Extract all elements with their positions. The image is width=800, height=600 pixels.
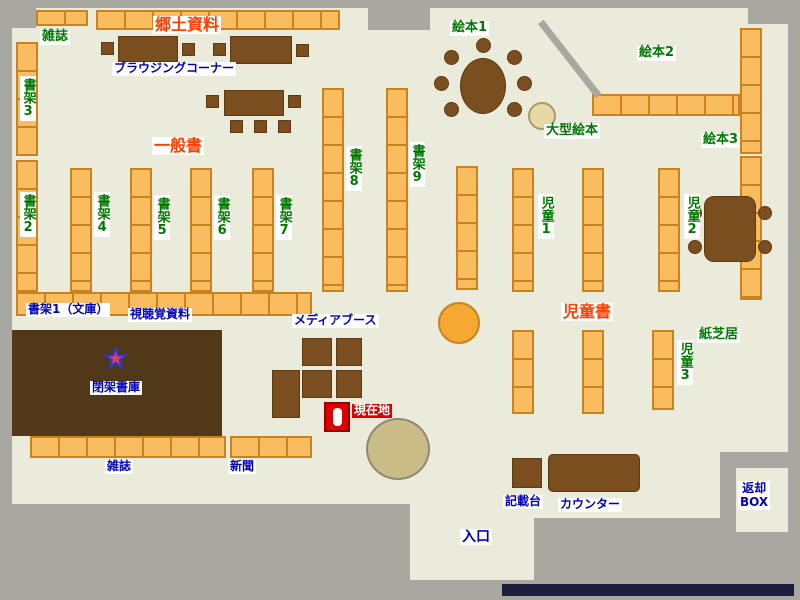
shelf-magazine-bottom [30,436,226,458]
label-picture-book-3: 絵本3 [701,132,741,148]
stool [434,76,449,91]
chair [230,120,243,133]
shelf-magazine-top [36,10,88,26]
label-local-materials: 郷土資料 [153,15,222,35]
label-kamishibai: 紙芝居 [697,327,741,343]
label-newspaper: 新聞 [228,459,257,474]
browsing-table-1 [118,36,178,62]
label-audio-visual: 視聴覚資料 [128,307,193,322]
chair [213,43,226,56]
wall-entrance-left [396,504,410,580]
label-shelf-8: 書架8 [346,146,362,191]
label-shelf-4: 書架4 [94,192,110,237]
label-shelf-2: 書架2 [20,192,36,237]
stool [507,50,522,65]
label-media-booth: メディアブース [292,313,379,328]
shelf-center [456,166,478,290]
label-shelf-9: 書架9 [409,142,425,187]
media-booth-block [302,370,332,398]
shelf-right-top [740,28,762,154]
label-entrance: 入口 [460,529,492,546]
label-picture-book-2: 絵本2 [637,45,677,61]
chair [182,43,195,56]
label-writing-desk: 記載台 [503,494,544,509]
label-return-box: 返却 BOX [738,481,771,510]
stool [476,38,491,53]
shelf-shoka8 [322,88,344,292]
shelf-shoka5 [130,168,152,292]
chair [296,44,309,57]
label-shelf-6: 書架6 [214,195,230,240]
label-children-3: 児童3 [677,340,693,385]
stool [507,102,522,117]
label-return-box-line1: 返却 [742,481,767,495]
label-large-picture-book: 大型絵本 [544,123,601,139]
wall-returnbox-horizontal [720,452,788,468]
writing-desk [512,458,542,488]
media-booth-block [272,370,300,418]
large-picture-book-stand [528,102,556,130]
stool [758,240,772,254]
media-booth-block [336,338,362,366]
shelf-shoka6 [190,168,212,292]
stool [444,50,459,65]
shelf-jido1 [512,168,534,292]
pillar [366,418,430,480]
label-general-books: 一般書 [152,136,205,156]
wall-returnbox-vertical [720,452,736,532]
counter-desk [548,454,640,492]
chair [206,95,219,108]
chair [101,42,114,55]
label-children-books: 児童書 [561,302,614,322]
wall-top-tab [368,0,430,30]
label-browsing-corner: ブラウジングコーナー [112,61,237,76]
shelf-newspaper [230,436,312,458]
shelf-shoka9 [386,88,408,292]
stool [444,102,459,117]
shelf-jido-lower-1 [512,330,534,414]
wall-corner-topright [748,0,800,24]
chair [278,120,291,133]
shelf-shoka4 [70,168,92,292]
chair [254,120,267,133]
wall-corner-topleft [0,0,36,28]
label-current-location: 現在地 [352,403,393,418]
label-magazine-bottom: 雑誌 [105,459,134,474]
round-display-table [438,302,480,344]
media-booth-block [336,370,362,398]
label-shelf-1-bunko: 書架1（文庫） [26,302,111,317]
label-counter: カウンター [558,497,623,512]
seat-icon [333,408,342,426]
label-magazine-top: 雑誌 [40,29,71,45]
browsing-table-3 [224,90,284,116]
shelf-jido3 [652,330,674,410]
browsing-table-2 [230,36,292,64]
shelf-jido-middle [582,168,604,292]
label-picture-book-1: 絵本1 [450,20,490,36]
label-children-2: 児童2 [684,194,700,239]
stool [758,206,772,220]
shelf-picture-book-top-right [592,94,740,116]
label-closed-stacks: 閉架書庫 [90,380,143,395]
label-return-box-line2: BOX [740,495,769,510]
label-shelf-5: 書架5 [154,195,170,240]
star-icon: ★ [103,344,128,374]
current-location-block [324,402,350,432]
stool [517,76,532,91]
label-shelf-7: 書架7 [276,195,292,240]
label-children-1: 児童1 [538,194,554,239]
chair [288,95,301,108]
shelf-jido2 [658,168,680,292]
bottom-navy-bar [502,584,794,596]
shelf-shoka7 [252,168,274,292]
label-shelf-3: 書架3 [20,76,36,121]
reading-table-oval [460,58,506,114]
kids-table [704,196,756,262]
stool [688,240,702,254]
entrance-corridor [410,518,534,580]
shelf-jido-lower-2 [582,330,604,414]
media-booth-block [302,338,332,366]
wall-bottom-left [12,504,396,518]
